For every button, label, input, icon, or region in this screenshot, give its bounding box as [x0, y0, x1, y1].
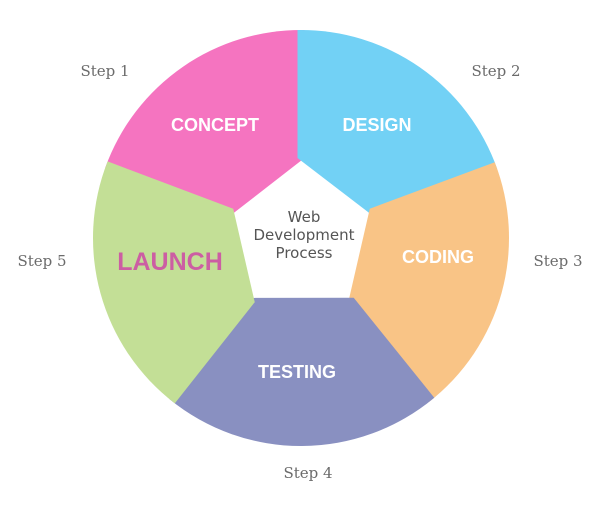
center-line-2: Development — [254, 226, 355, 244]
label-testing: TESTING — [258, 362, 336, 382]
center-line-1: Web — [288, 208, 321, 226]
label-design: DESIGN — [342, 115, 411, 135]
center-line-3: Process — [276, 244, 333, 262]
step-label-3: Step 3 — [533, 252, 582, 270]
step-label-5: Step 5 — [17, 252, 66, 270]
step-labels: Step 1 Step 2 Step 3 Step 4 Step 5 — [17, 62, 582, 482]
center-label: Web Development Process — [254, 208, 355, 262]
segment-labels: CONCEPT DESIGN CODING TESTING LAUNCH — [117, 115, 474, 382]
segment-design — [297, 29, 498, 216]
segments — [92, 29, 509, 446]
label-launch: LAUNCH — [117, 248, 223, 276]
label-coding: CODING — [402, 247, 474, 267]
segment-launch — [92, 161, 255, 404]
label-concept: CONCEPT — [171, 115, 259, 135]
segment-concept — [105, 29, 305, 216]
step-label-4: Step 4 — [283, 464, 332, 482]
step-label-2: Step 2 — [471, 62, 520, 80]
segment-testing — [169, 297, 435, 446]
step-label-1: Step 1 — [80, 62, 129, 80]
